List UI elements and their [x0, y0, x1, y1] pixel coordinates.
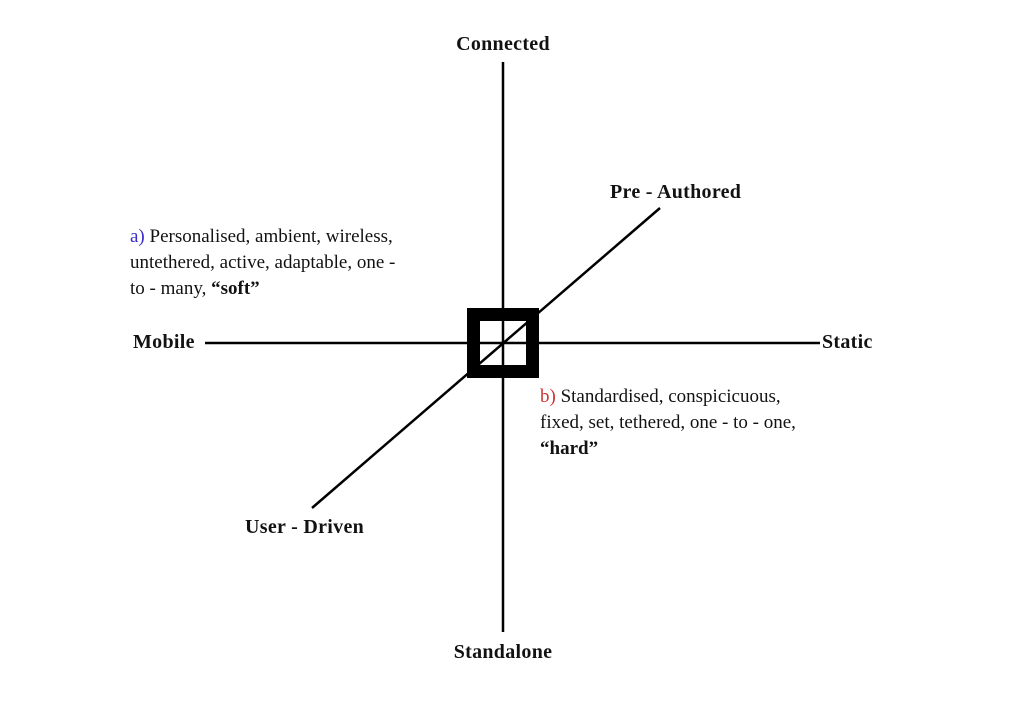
axis-label-standalone: Standalone: [453, 641, 553, 663]
annotation-a: a) Personalised, ambient, wireless, unte…: [130, 224, 395, 302]
annotation-a-emphasis: “soft”: [211, 278, 260, 299]
diagonal-axis-line: [311, 207, 661, 509]
annotation-b-emphasis: “hard”: [540, 438, 599, 459]
annotation-a-line1: Personalised, ambient, wireless,: [144, 226, 393, 247]
center-square: [467, 308, 539, 378]
axis-label-connected: Connected: [456, 33, 550, 55]
annotation-b-prefix: b): [540, 386, 556, 407]
axis-label-static: Static: [822, 331, 873, 353]
axis-label-pre-authored: Pre - Authored: [610, 181, 742, 203]
annotation-a-prefix: a): [130, 226, 145, 247]
annotation-b-line1: Standardised, conspicicuous,: [555, 386, 781, 407]
annotation-a-line2: untethered, active, adaptable, one -: [130, 252, 396, 273]
annotation-b: b) Standardised, conspicicuous, fixed, s…: [540, 384, 796, 462]
axis-label-user-driven: User - Driven: [245, 516, 365, 538]
axis-label-mobile: Mobile: [133, 331, 195, 353]
annotation-b-line2: fixed, set, tethered, one - to - one,: [540, 412, 796, 433]
annotation-a-line3: to - many,: [130, 278, 212, 299]
